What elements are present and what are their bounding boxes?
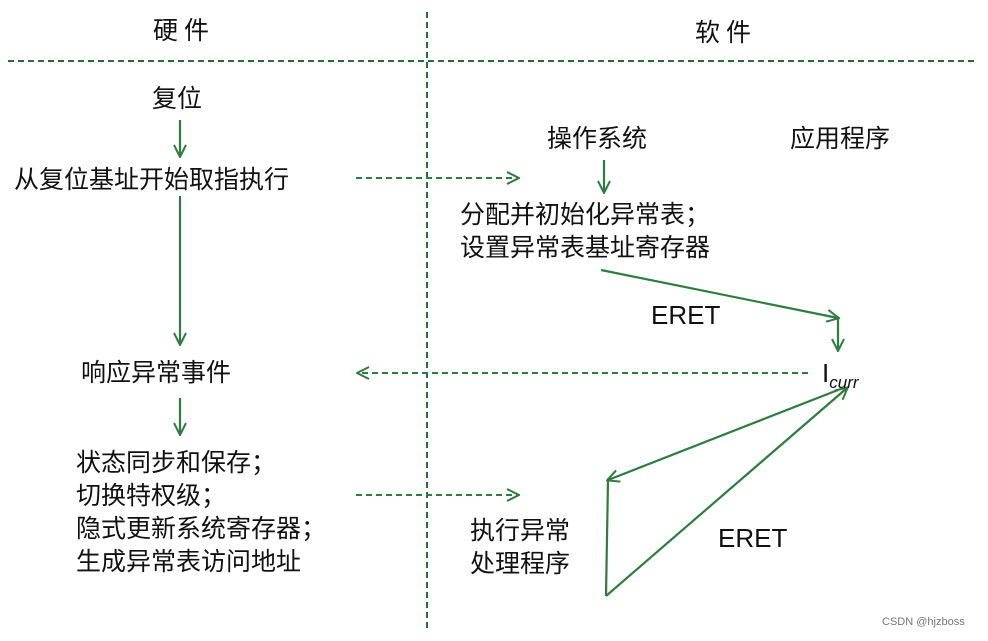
respond-label: 响应异常事件	[81, 358, 232, 387]
app-label: 应用程序	[790, 124, 891, 153]
fetch-label: 从复位基址开始取指执行	[14, 165, 290, 194]
init-label: 分配并初始化异常表； 设置异常表基址寄存器	[460, 200, 711, 262]
icurr-main: I	[822, 358, 830, 388]
software-header: 软件	[695, 18, 758, 47]
arrow-eret-top	[600, 268, 838, 318]
handler-left-edge	[604, 479, 610, 597]
icurr-label: Icurr	[822, 358, 859, 398]
arrow-icurr-to-handler	[608, 388, 839, 480]
eret-bottom-label: ERET	[718, 523, 788, 553]
arrow-eret-bottom	[605, 388, 847, 597]
handler-label: 执行异常 处理程序	[470, 516, 571, 578]
os-label: 操作系统	[547, 124, 648, 153]
hardware-actions-label: 状态同步和保存； 切换特权级； 隐式更新系统寄存器； 生成异常表访问地址	[76, 448, 327, 576]
watermark: CSDN @hjzboss	[882, 616, 965, 628]
reset-label: 复位	[152, 84, 203, 113]
eret-top-label: ERET	[651, 300, 721, 330]
icurr-subscript: curr	[829, 373, 859, 392]
hardware-header: 硬件	[153, 16, 216, 45]
